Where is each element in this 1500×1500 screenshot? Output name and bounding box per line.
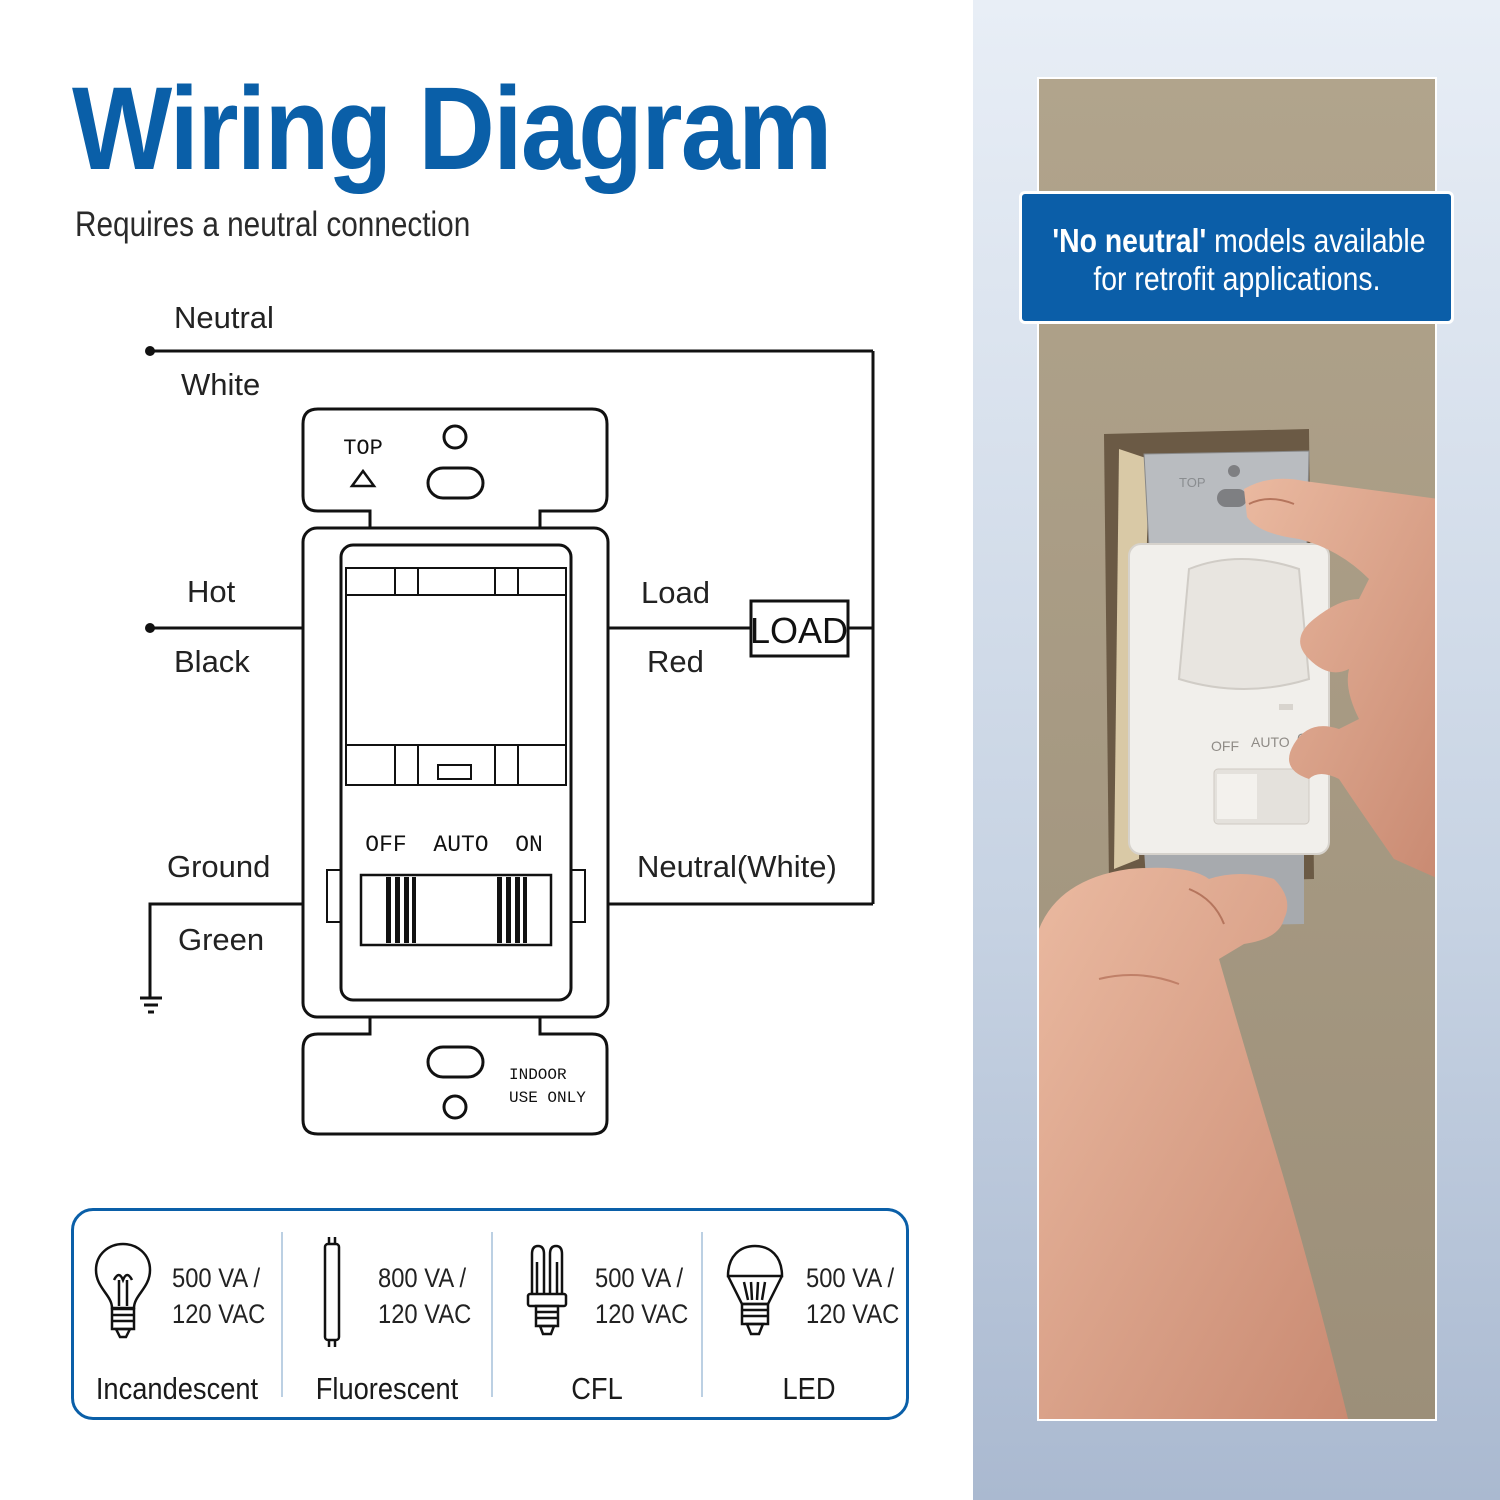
bulb-name-incandescent: Incandescent (95, 1371, 259, 1406)
indoor-label-line1: INDOOR (509, 1066, 567, 1084)
ratings-divider (491, 1232, 493, 1397)
page-subtitle: Requires a neutral connection (75, 205, 471, 244)
wire-label-neutral: Neutral (174, 300, 274, 335)
page-title: Wiring Diagram (72, 63, 832, 195)
rating-value: 500 VA / (595, 1263, 684, 1293)
bottom-screw-hole (442, 1094, 468, 1120)
installation-photo-illustration: TOP OFF AUTO ON (1039, 79, 1435, 1419)
bulb-name-fluorescent: Fluorescent (315, 1371, 459, 1406)
callout-line-1: 'No neutral' models available (1052, 222, 1425, 260)
hot-terminal-dot (145, 623, 155, 633)
wire-label-black: Black (174, 644, 250, 679)
load-box (749, 599, 850, 658)
rating-fluorescent: 800 VA / 120 VAC (378, 1260, 471, 1332)
rating-led: 500 VA / 120 VAC (806, 1260, 899, 1332)
ground-wire (148, 902, 303, 998)
switch-auto-label: AUTO (433, 832, 488, 858)
ratings-divider (281, 1232, 283, 1397)
callout-line-2: for retrofit applications. (1092, 260, 1381, 297)
no-neutral-callout: 'No neutral' models available for retrof… (1019, 191, 1454, 324)
top-slot (426, 466, 485, 500)
neutral-terminal-dot (145, 346, 155, 356)
rating-voltage: 120 VAC (378, 1299, 472, 1329)
callout-bold: 'No neutral' (1052, 222, 1207, 259)
rating-incandescent: 500 VA / 120 VAC (172, 1260, 265, 1332)
switch-off-label: OFF (365, 832, 406, 858)
indoor-label-line2: USE ONLY (509, 1089, 586, 1107)
wire-label-hot: Hot (187, 574, 236, 609)
load-box-label: LOAD (750, 610, 848, 651)
fluorescent-tube-icon (323, 1237, 341, 1347)
rating-value: 800 VA / (378, 1263, 467, 1293)
wire-label-white: White (181, 367, 261, 402)
load-ratings-panel (71, 1208, 909, 1420)
callout-rest: models available (1206, 222, 1426, 259)
wire-label-green: Green (178, 922, 265, 957)
wire-label-ground: Ground (167, 849, 271, 884)
led-bulb-icon (726, 1244, 784, 1336)
ratings-divider (701, 1232, 703, 1397)
cfl-bulb-icon (526, 1244, 568, 1336)
bulb-name-cfl: CFL (571, 1371, 623, 1406)
device-faceplate (339, 543, 573, 1002)
incandescent-bulb-icon (94, 1242, 152, 1339)
photo-top-label: TOP (1179, 475, 1206, 490)
rating-cfl: 500 VA / 120 VAC (595, 1260, 688, 1332)
rating-value: 500 VA / (806, 1263, 895, 1293)
wire-label-neutral-white: Neutral(White) (637, 849, 837, 884)
rating-value: 500 VA / (172, 1263, 261, 1293)
mode-slider-track (359, 873, 553, 947)
wiring-diagram: LOAD TOP OFF AUTO ON INDOOR USE ONLY (140, 346, 875, 1136)
rating-voltage: 120 VAC (806, 1299, 900, 1329)
device-body (301, 526, 610, 1019)
bottom-slot (426, 1045, 485, 1079)
wire-label-red: Red (647, 644, 704, 679)
top-screw-hole (442, 424, 468, 450)
bottom-mounting-strap (301, 1015, 609, 1136)
photo-switch-auto: AUTO (1251, 734, 1290, 750)
top-label: TOP (343, 436, 383, 461)
rating-voltage: 120 VAC (172, 1299, 266, 1329)
photo-switch-off: OFF (1211, 738, 1239, 754)
switch-on-label: ON (515, 832, 543, 858)
rating-voltage: 120 VAC (595, 1299, 689, 1329)
wire-label-load: Load (641, 575, 710, 610)
bulb-name-led: LED (782, 1371, 836, 1406)
